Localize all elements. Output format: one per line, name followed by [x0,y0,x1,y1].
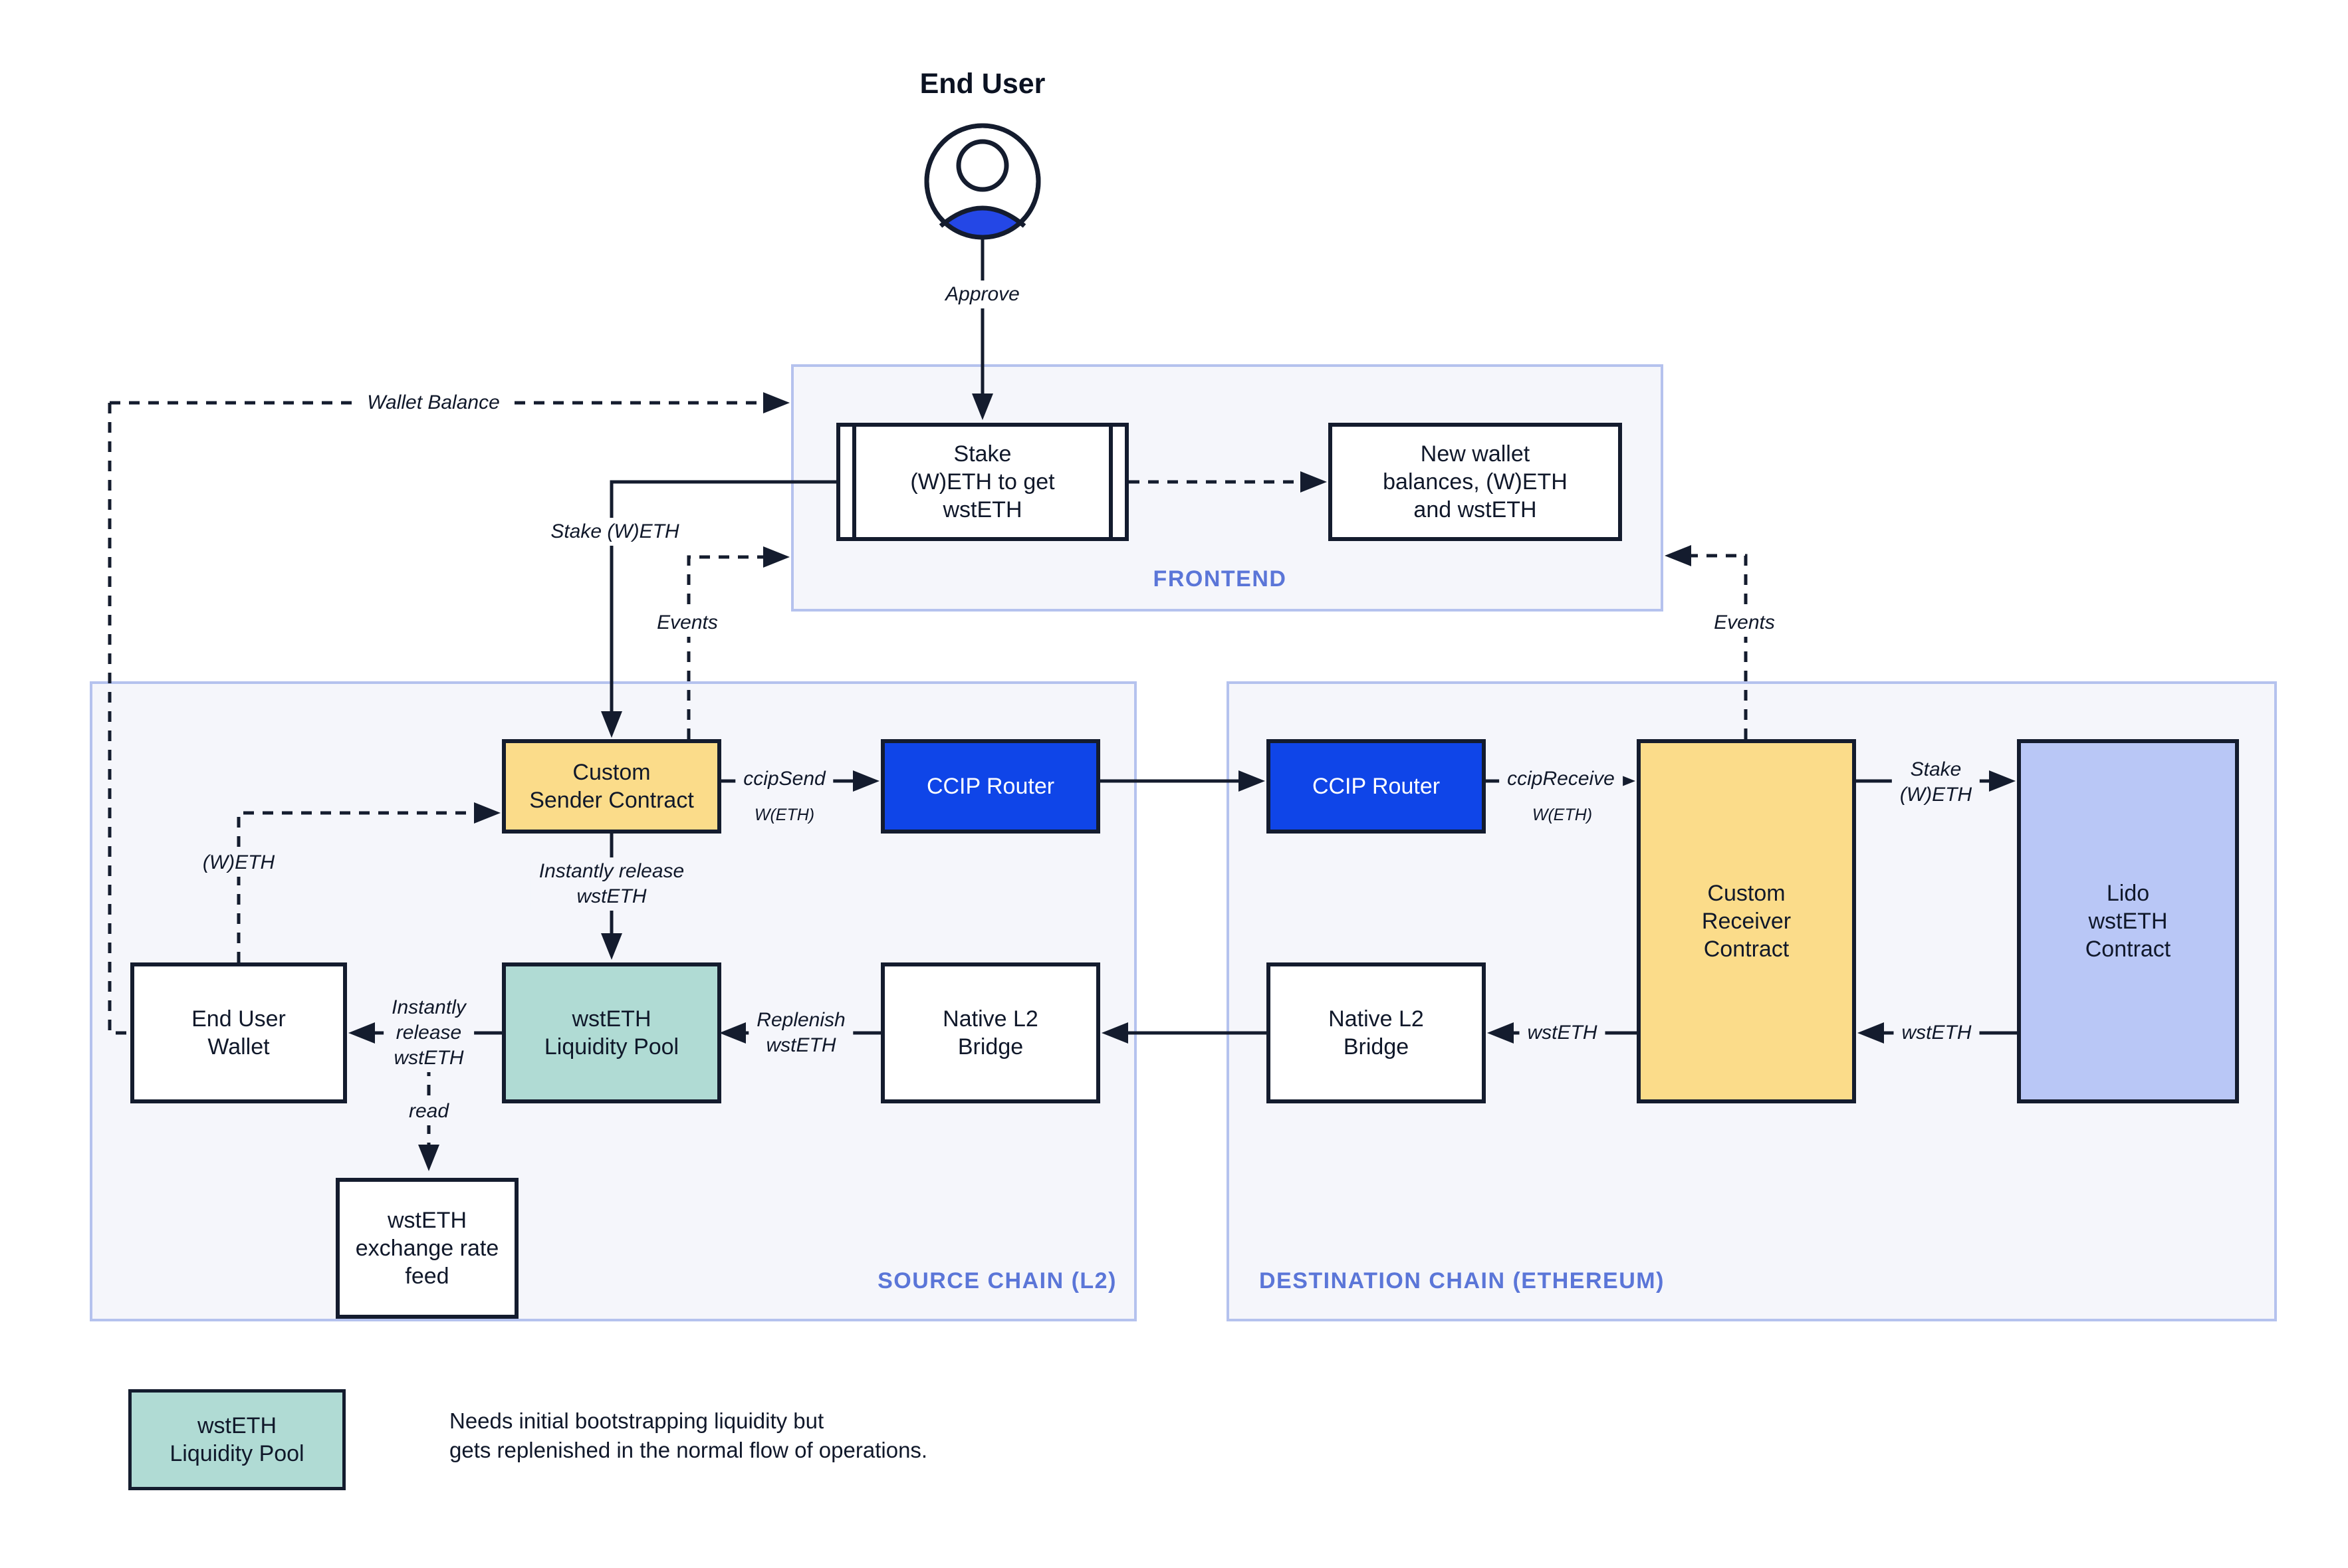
wsteth-to-bridge-label: wstETH [1519,1019,1605,1047]
subroutine-bar-left [852,427,856,537]
node-label-line: wstETH [388,1208,467,1233]
node-label-line: Bridge [957,1034,1024,1060]
node-label-line: feed [405,1264,449,1289]
legend-swatch-line: wstETH [197,1413,277,1438]
node-label-line: wstETH [572,1006,651,1032]
node-label-line: Stake [953,441,1012,467]
node-label-line: Lido [2106,881,2150,906]
instantly-release-down-label: Instantly release wstETH [530,857,693,911]
source-chain-section-label: SOURCE CHAIN (L2) [878,1268,1117,1293]
node-label-line: Contract [2085,937,2171,962]
events-left-label: Events [649,609,726,637]
node-label-line: Bridge [1343,1034,1409,1060]
node-label-line: CCIP Router [926,774,1055,799]
wallet-balance-drop-line [108,403,130,1035]
legend-note-line: Needs initial bootstrapping liquidity bu… [449,1408,824,1433]
node-label-line: Contract [1703,937,1790,962]
end-user-title: End User [850,68,1115,100]
node-label-line: wstETH [943,497,1022,522]
ccip-router-dest-node: CCIP Router [1266,739,1486,834]
events-right-arrow [1665,545,1748,739]
node-label-line: Native L2 [1328,1006,1424,1032]
approve-label: Approve [937,280,1028,308]
node-label-line: Custom [572,760,651,785]
weth-return-label: (W)ETH [194,849,283,877]
destination-chain-section-label: DESTINATION CHAIN (ETHEREUM) [1259,1268,1665,1293]
wallet-balance-label: Wallet Balance [359,389,508,417]
node-label-line: wstETH [2088,909,2168,934]
legend-swatch: wstETH Liquidity Pool [128,1389,346,1490]
events-right-label: Events [1706,609,1783,637]
legend-swatch-line: Liquidity Pool [170,1441,304,1466]
custom-sender-contract-node: Custom Sender Contract [502,739,721,834]
frontend-section-label: FRONTEND [1153,566,1287,592]
new-wallet-balances-node: New wallet balances, (W)ETH and wstETH [1328,423,1622,541]
events-left-arrow [687,546,790,739]
ccip-send-asset-label: W(ETH) [746,801,823,829]
weth-return-arrow [237,802,501,962]
stake-weth-right-label: Stake (W)ETH [1891,756,1980,809]
node-label-line: balances, (W)ETH [1383,469,1568,495]
read-label: read [400,1097,457,1125]
node-label-line: Receiver [1701,909,1792,934]
node-label-line: Wallet [207,1034,270,1060]
node-label-line: End User [191,1006,286,1032]
node-label-line: CCIP Router [1312,774,1441,799]
node-label-line: exchange rate [355,1236,499,1261]
node-label-line: and wstETH [1413,497,1537,522]
end-user-icon [924,123,1041,240]
node-label-line: Liquidity Pool [544,1034,679,1060]
custom-receiver-contract-node: Custom Receiver Contract [1637,739,1856,1103]
ccip-receive-label: ccipReceive [1499,765,1623,793]
wsteth-from-lido-label: wstETH [1893,1019,1980,1047]
end-user-title-text: End User [919,68,1046,100]
wsteth-exchange-rate-feed-node: wstETH exchange rate feed [336,1178,519,1319]
node-label-line: New wallet [1420,441,1530,467]
replenish-label: Replenish wstETH [749,1006,854,1060]
ccip-router-source-node: CCIP Router [881,739,1100,834]
instantly-release-left-label: Instantly release wstETH [384,994,474,1072]
stake-weth-node: Stake (W)ETH to get wstETH [836,423,1129,541]
legend-note: Needs initial bootstrapping liquidity bu… [449,1406,927,1465]
native-l2-bridge-dest-node: Native L2 Bridge [1266,962,1486,1103]
wsteth-liquidity-pool-node: wstETH Liquidity Pool [502,962,721,1103]
node-label-line: Custom [1707,881,1786,906]
node-label-line: Sender Contract [529,788,694,813]
ccip-receive-asset-label: W(ETH) [1524,801,1601,829]
legend-note-line: gets replenished in the normal flow of o… [449,1438,928,1462]
node-label-line: (W)ETH to get [910,469,1055,495]
ccip-send-label: ccipSend [735,765,834,793]
stake-weth-label: Stake (W)ETH [542,518,687,546]
native-l2-bridge-source-node: Native L2 Bridge [881,962,1100,1103]
end-user-wallet-node: End User Wallet [130,962,347,1103]
stake-weth-arrow [601,480,836,738]
lido-wsteth-contract-node: Lido wstETH Contract [2017,739,2239,1103]
subroutine-bar-right [1109,427,1113,537]
node-label-line: Native L2 [943,1006,1038,1032]
